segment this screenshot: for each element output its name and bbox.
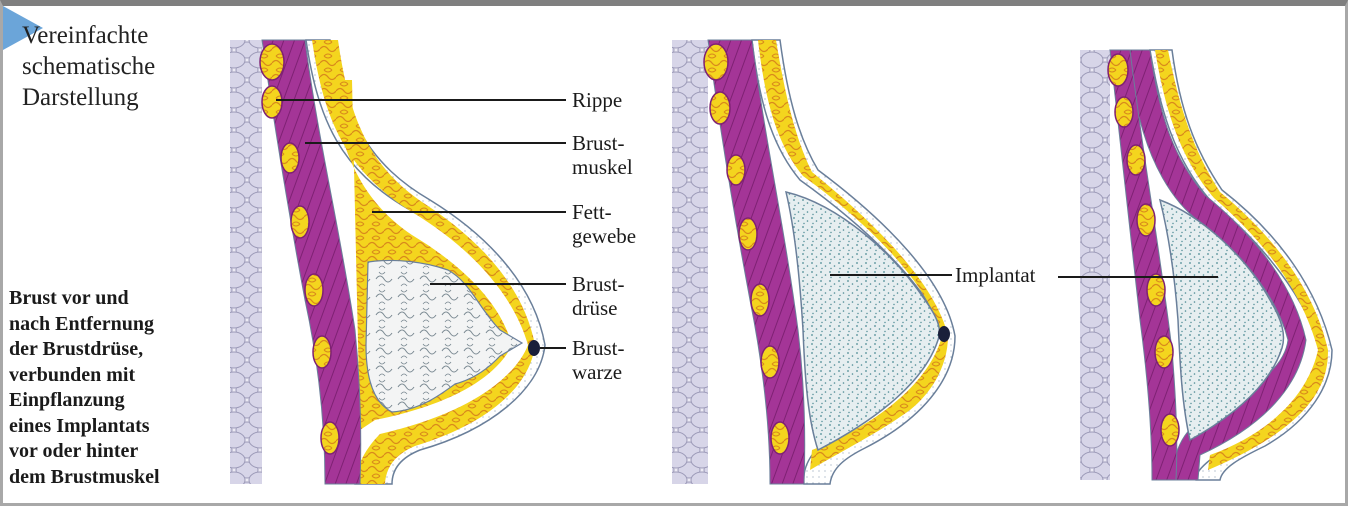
ribcage-shape bbox=[1080, 50, 1110, 480]
label-rippe: Rippe bbox=[572, 88, 622, 112]
label-line: warze bbox=[572, 360, 625, 384]
label-line: Fett- bbox=[572, 200, 636, 224]
label-line: Brust- bbox=[572, 131, 633, 155]
label-line: muskel bbox=[572, 155, 633, 179]
nipple bbox=[938, 326, 950, 342]
label-brustmuskel: Brust- muskel bbox=[572, 131, 633, 179]
label-line: drüse bbox=[572, 296, 625, 320]
label-line: Brust- bbox=[572, 336, 625, 360]
ribcage-shape bbox=[230, 40, 262, 484]
ribcage-shape bbox=[672, 40, 708, 484]
nipple bbox=[528, 340, 540, 356]
panel-natural-breast bbox=[230, 40, 545, 484]
label-brustdruese: Brust- drüse bbox=[572, 272, 625, 320]
label-fettgewebe: Fett- gewebe bbox=[572, 200, 636, 248]
label-brustwarze: Brust- warze bbox=[572, 336, 625, 384]
label-implantat: Implantat bbox=[955, 263, 1035, 287]
label-line: gewebe bbox=[572, 224, 636, 248]
label-line: Brust- bbox=[572, 272, 625, 296]
panel-implant-submuscular bbox=[1080, 50, 1332, 480]
panel-implant-subglandular bbox=[672, 40, 955, 484]
